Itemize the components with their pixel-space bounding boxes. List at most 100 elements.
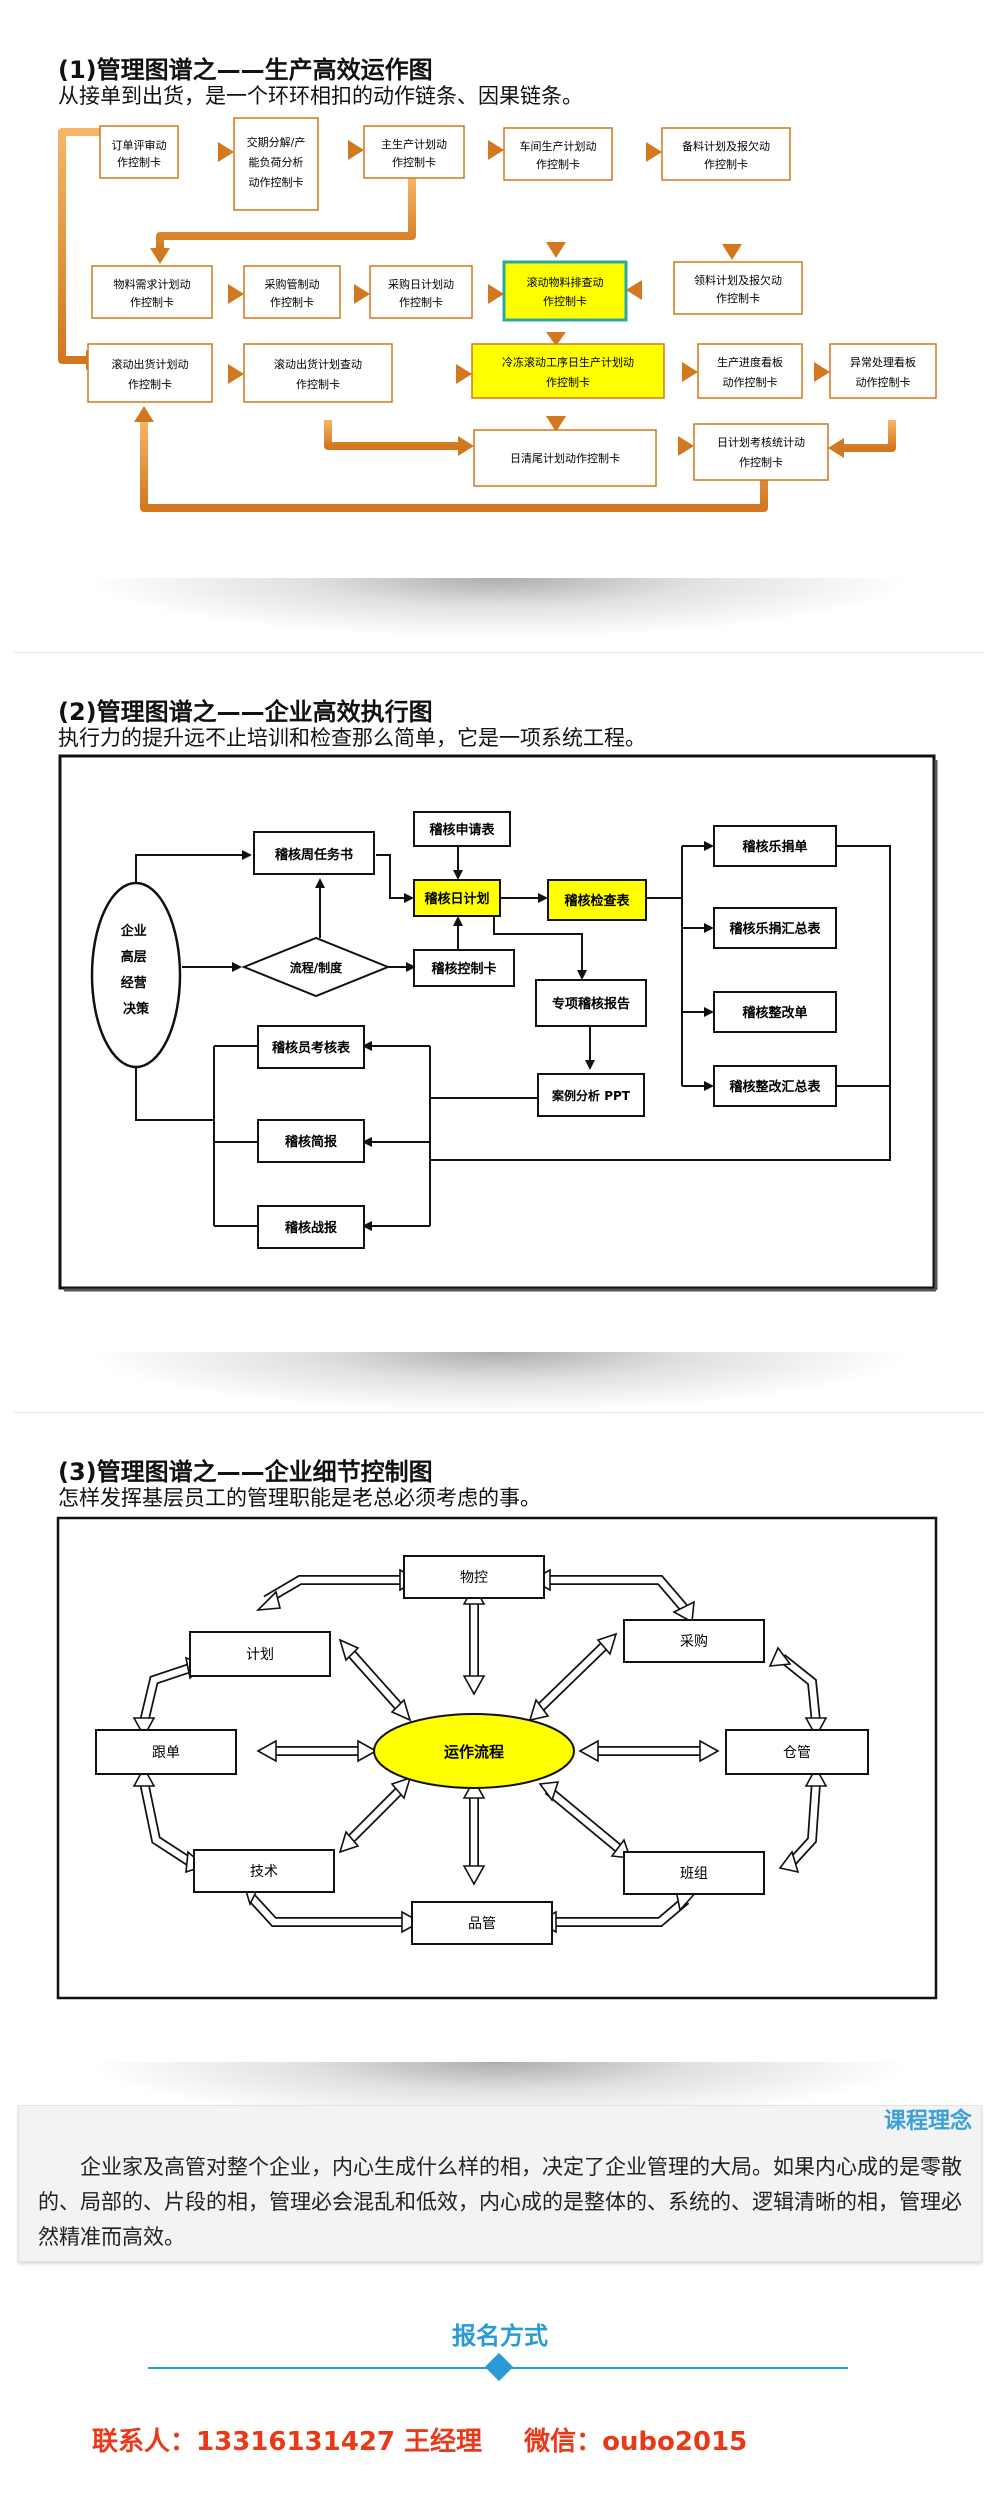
flow-node-order-review: 订单评审动作控制卡 xyxy=(99,125,179,179)
svg-text:采购: 采购 xyxy=(680,1634,708,1650)
svg-text:异常处理看板动作控制卡: 异常处理看板动作控制卡 xyxy=(850,355,916,389)
svg-text:案例分析 PPT: 案例分析 PPT xyxy=(551,1088,631,1103)
exec-node-daily-audit-plan: 稽核日计划 xyxy=(413,879,501,917)
exec-node-audit-brief: 稽核简报 xyxy=(257,1119,365,1163)
production-flow-diagram: 订单评审动作控制卡 交期分解/产能负荷分析动作控制卡 主生产计划动作控制卡 车间… xyxy=(58,117,937,512)
contact-phone: 联系人：13316131427 王经理 xyxy=(92,2427,483,2457)
svg-text:企业 高层 经营 决策: 企业 高层 经营 决策 xyxy=(120,923,152,1017)
section3-title: (3)管理图谱之——企业细节控制图 xyxy=(58,1458,433,1486)
exec-node-auditor-assessment: 稽核员考核表 xyxy=(257,1025,365,1069)
detail-node-technology: 技术 xyxy=(193,1849,335,1893)
flow-node-daily-close: 日清尾计划动作控制卡 xyxy=(473,429,657,487)
section-divider-line xyxy=(14,652,984,653)
svg-text:跟单: 跟单 xyxy=(152,1745,180,1761)
svg-text:领料计划及报欠动作控制卡: 领料计划及报欠动作控制卡 xyxy=(694,273,782,305)
detail-node-order-follow: 跟单 xyxy=(95,1729,237,1775)
flow-node-material-request: 领料计划及报欠动作控制卡 xyxy=(673,261,803,315)
section1-title: (1)管理图谱之——生产高效运作图 xyxy=(58,56,433,84)
detail-node-planning: 计划 xyxy=(189,1631,331,1677)
exec-node-case-analysis: 案例分析 PPT xyxy=(537,1073,645,1117)
exec-node-process-system: 流程/制度 xyxy=(241,936,391,998)
section2-subtitle: 执行力的提升远不止培训和检查那么简单，它是一项系统工程。 xyxy=(58,726,646,750)
flow-node-purchase-daily: 采购日计划动作控制卡 xyxy=(369,265,473,319)
exec-node-fine-summary: 稽核乐捐汇总表 xyxy=(713,907,837,949)
svg-text:稽核申请表: 稽核申请表 xyxy=(429,822,495,838)
section-divider xyxy=(14,578,984,648)
section2-title: (2)管理图谱之——企业高效执行图 xyxy=(58,698,433,726)
svg-text:交期分解/产能负荷分析动作控制卡: 交期分解/产能负荷分析动作控制卡 xyxy=(247,135,306,189)
svg-text:稽核控制卡: 稽核控制卡 xyxy=(431,961,496,977)
detail-node-team: 班组 xyxy=(623,1851,765,1895)
execution-diagram: 企业 高层 经营 决策 稽核周任务书 稽核申请表 稽核日计划 稽核检查表 流程/… xyxy=(58,754,938,1292)
exec-node-special-report: 专项稽核报告 xyxy=(535,979,647,1027)
svg-text:品管: 品管 xyxy=(468,1916,496,1932)
svg-text:物控: 物控 xyxy=(460,1570,488,1586)
svg-text:稽核乐捐单: 稽核乐捐单 xyxy=(742,839,807,855)
exec-node-audit-checklist: 稽核检查表 xyxy=(547,879,647,921)
svg-text:采购日计划动作控制卡: 采购日计划动作控制卡 xyxy=(388,277,454,309)
flow-connectors xyxy=(58,128,896,512)
flow-node-exception-board: 异常处理看板动作控制卡 xyxy=(829,343,937,399)
svg-text:运作流程: 运作流程 xyxy=(444,1743,504,1761)
flow-node-shipping-check: 滚动出货计划查动作控制卡 xyxy=(243,343,393,403)
svg-text:备料计划及报欠动作控制卡: 备料计划及报欠动作控制卡 xyxy=(682,139,770,171)
exec-node-rectify-summary: 稽核整改汇总表 xyxy=(713,1065,837,1107)
svg-text:稽核检查表: 稽核检查表 xyxy=(564,893,630,909)
section-divider-line xyxy=(14,1412,984,1413)
flow-node-master-plan: 主生产计划动作控制卡 xyxy=(363,125,465,179)
flow-node-progress-board: 生产进度看板动作控制卡 xyxy=(697,343,803,399)
svg-text:计划: 计划 xyxy=(246,1647,274,1663)
course-philosophy-text: 企业家及高管对整个企业，内心生成什么样的相，决定了企业管理的大局。如果内心成的是… xyxy=(38,2155,962,2249)
svg-text:专项稽核报告: 专项稽核报告 xyxy=(552,996,630,1012)
svg-text:物料需求计划动作控制卡: 物料需求计划动作控制卡 xyxy=(114,277,191,309)
svg-text:订单评审动作控制卡: 订单评审动作控制卡 xyxy=(112,138,167,169)
svg-text:生产进度看板动作控制卡: 生产进度看板动作控制卡 xyxy=(717,355,783,389)
detail-node-purchasing: 采购 xyxy=(623,1619,765,1663)
flow-node-plan-assessment: 日计划考核统计动作控制卡 xyxy=(693,423,829,481)
svg-text:稽核整改汇总表: 稽核整改汇总表 xyxy=(729,1079,821,1095)
detail-control-diagram: 运作流程 物控 采购 仓管 班组 品管 技术 跟单 计划 xyxy=(56,1516,938,2000)
exec-node-rectify-sheet: 稽核整改单 xyxy=(713,991,837,1033)
flow-node-capacity-analysis: 交期分解/产能负荷分析动作控制卡 xyxy=(233,117,319,211)
detail-arrows xyxy=(132,1568,828,1934)
svg-text:稽核简报: 稽核简报 xyxy=(285,1134,338,1150)
detail-node-warehouse: 仓管 xyxy=(725,1729,869,1775)
flow-node-mrp: 物料需求计划动作控制卡 xyxy=(91,265,213,319)
svg-text:滚动物料排查动作控制卡: 滚动物料排查动作控制卡 xyxy=(527,275,604,308)
detail-node-quality: 品管 xyxy=(411,1901,553,1945)
exec-node-audit-request: 稽核申请表 xyxy=(413,811,511,847)
exec-node-leadership: 企业 高层 经营 决策 xyxy=(90,881,182,1069)
svg-text:日计划考核统计动作控制卡: 日计划考核统计动作控制卡 xyxy=(717,435,805,469)
svg-text:稽核整改单: 稽核整改单 xyxy=(742,1005,807,1021)
svg-text:稽核日计划: 稽核日计划 xyxy=(424,891,489,907)
exec-node-audit-control-card: 稽核控制卡 xyxy=(413,949,515,987)
svg-text:技术: 技术 xyxy=(250,1864,278,1880)
svg-text:滚动出货计划动作控制卡: 滚动出货计划动作控制卡 xyxy=(112,357,189,391)
flow-node-workshop-plan: 车间生产计划动作控制卡 xyxy=(503,127,613,181)
svg-text:主生产计划动作控制卡: 主生产计划动作控制卡 xyxy=(381,137,447,169)
contact-info: 联系人：13316131427 王经理 微信：oubo2015 xyxy=(92,2421,747,2458)
svg-text:稽核乐捐汇总表: 稽核乐捐汇总表 xyxy=(729,921,821,937)
flow-node-material-check: 滚动物料排查动作控制卡 xyxy=(502,260,628,322)
course-philosophy-title: 课程理念 xyxy=(883,2109,972,2134)
svg-text:稽核员考核表: 稽核员考核表 xyxy=(272,1040,351,1056)
svg-text:稽核周任务书: 稽核周任务书 xyxy=(275,847,353,863)
svg-text:仓管: 仓管 xyxy=(783,1745,811,1761)
svg-text:稽核战报: 稽核战报 xyxy=(285,1220,338,1236)
section1-subtitle: 从接单到出货，是一个环环相扣的动作链条、因果链条。 xyxy=(58,84,583,108)
detail-node-material-control: 物控 xyxy=(403,1555,545,1599)
detail-node-operation-flow: 运作流程 xyxy=(373,1713,575,1789)
flow-node-daily-production: 冷冻滚动工序日生产计划动作控制卡 xyxy=(471,343,665,399)
flow-node-material-prep: 备料计划及报欠动作控制卡 xyxy=(661,127,791,181)
svg-text:班组: 班组 xyxy=(680,1866,708,1882)
flow-node-purchase-control: 采购管制动作控制卡 xyxy=(243,265,341,319)
section3-subtitle: 怎样发挥基层员工的管理职能是老总必须考虑的事。 xyxy=(58,1486,541,1510)
section-divider xyxy=(14,1352,984,1422)
exec-node-fine-sheet: 稽核乐捐单 xyxy=(713,825,837,867)
flow-node-shipping-plan: 滚动出货计划动作控制卡 xyxy=(87,343,213,403)
signup-title: 报名方式 xyxy=(452,2322,548,2350)
svg-text:日清尾计划动作控制卡: 日清尾计划动作控制卡 xyxy=(510,451,620,465)
contact-wechat: 微信：oubo2015 xyxy=(524,2427,748,2457)
svg-text:冷冻滚动工序日生产计划动作控制卡: 冷冻滚动工序日生产计划动作控制卡 xyxy=(502,355,634,389)
svg-text:滚动出货计划查动作控制卡: 滚动出货计划查动作控制卡 xyxy=(274,357,362,391)
